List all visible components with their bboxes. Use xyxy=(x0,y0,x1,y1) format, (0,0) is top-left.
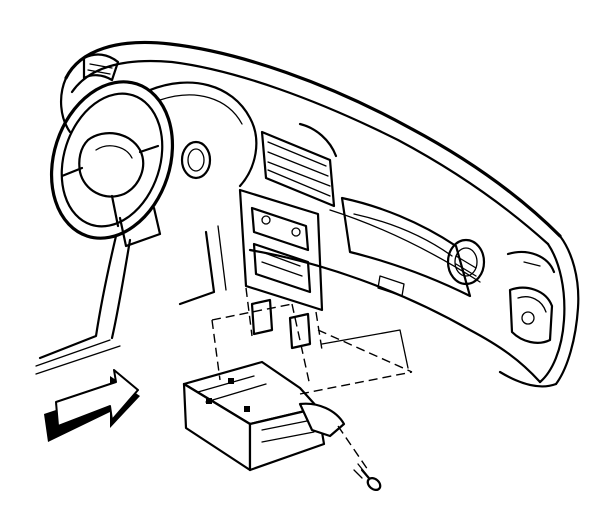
floor-panel xyxy=(35,225,227,375)
instrument-panel xyxy=(60,40,580,388)
mounting-posts xyxy=(250,298,409,369)
alignment-lines xyxy=(211,287,413,471)
steering-wheel xyxy=(49,80,175,248)
direction-arrow xyxy=(44,369,140,442)
center-console-bracket xyxy=(182,360,346,472)
fastener xyxy=(353,463,382,492)
